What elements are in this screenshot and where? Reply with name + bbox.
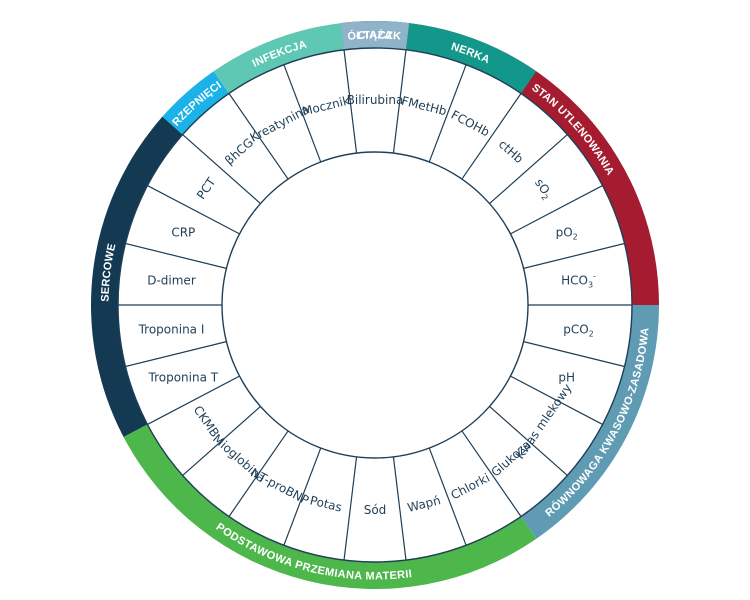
parameter-label-main: PCT bbox=[194, 175, 219, 202]
parameter-label-fcohb: FCOHb bbox=[449, 108, 492, 140]
parameter-label-wap: Wapń bbox=[406, 493, 442, 515]
segment-divider bbox=[228, 430, 289, 517]
category-arc-krzepniecie bbox=[162, 71, 230, 135]
segment-divider bbox=[428, 447, 467, 546]
parameter-label-glukoza: Glukoza bbox=[488, 437, 533, 479]
segment-divider bbox=[125, 242, 227, 269]
parameter-label-mioglobina: Mioglobina bbox=[210, 432, 268, 486]
segment-divider bbox=[428, 64, 467, 163]
category-arc-ciaza bbox=[340, 20, 410, 50]
category-label-stan-utlenowania: STAN UTLENOWANIA bbox=[529, 82, 616, 178]
parameter-label-troponina-t: Troponina T bbox=[148, 371, 219, 385]
parameter-label-potas: Potas bbox=[309, 493, 344, 514]
parameter-label-main: CRP bbox=[171, 225, 195, 239]
segment-divider bbox=[392, 49, 407, 154]
segment-divider bbox=[147, 375, 240, 425]
category-arc-sercowe bbox=[90, 116, 183, 437]
parameter-label-s-d: Sód bbox=[364, 503, 387, 517]
parameter-label-mocznik: Mocznik bbox=[301, 93, 351, 118]
parameter-label-main: ctHb bbox=[496, 137, 526, 166]
parameter-label-main: Wapń bbox=[406, 493, 442, 515]
parameter-label-main: Mioglobina bbox=[210, 432, 268, 486]
category-arc-stan-utlenowania bbox=[405, 23, 659, 306]
parameter-label-main: Sód bbox=[364, 503, 387, 517]
parameter-label-subscript: 2 bbox=[589, 329, 594, 338]
segment-divider bbox=[489, 406, 568, 476]
segment-divider bbox=[283, 64, 322, 163]
parameter-label-main: Mocznik bbox=[301, 93, 351, 118]
parameter-label-bilirubina: Bilirubina bbox=[347, 93, 404, 107]
parameter-label-chlorki: Chlorki bbox=[448, 471, 492, 503]
category-label-krzepniecie: KRZEPNIĘCIE bbox=[0, 0, 224, 129]
segment-divider bbox=[523, 341, 625, 368]
parameter-label-po2: pO2 bbox=[556, 225, 578, 241]
parameter-label-main: sO bbox=[532, 176, 552, 197]
parameter-label-subscript: 2 bbox=[573, 232, 578, 241]
parameter-label-main: Troponina I bbox=[138, 323, 205, 337]
parameter-label-main: FCOHb bbox=[449, 108, 492, 140]
parameter-label-subscript: 2 bbox=[540, 193, 550, 202]
segment-divider bbox=[343, 49, 358, 154]
parameter-ring bbox=[117, 47, 633, 563]
parameter-label-main: Chlorki bbox=[448, 471, 492, 503]
category-arc-podstawowa bbox=[123, 424, 537, 589]
segment-divider bbox=[283, 447, 322, 546]
segment-divider bbox=[489, 134, 568, 204]
segment-divider bbox=[523, 242, 625, 269]
category-arc-nerka bbox=[405, 23, 537, 94]
parameter-label-main: pH bbox=[558, 371, 575, 385]
category-label-text: KRZEPNIĘCIE bbox=[0, 0, 224, 129]
segment-divider bbox=[182, 134, 261, 204]
category-arc-infekcja bbox=[213, 23, 345, 94]
segment-divider bbox=[343, 456, 358, 561]
category-arc-rownowaga bbox=[520, 305, 659, 539]
parameter-label-main: Glukoza bbox=[488, 437, 533, 479]
category-ring bbox=[90, 20, 659, 589]
parameter-label-main: HCO bbox=[561, 273, 588, 287]
category-label-ciaza: CIĄŻA bbox=[357, 28, 393, 42]
parameter-label-subscript: 3 bbox=[588, 280, 593, 289]
segment-divider bbox=[392, 456, 407, 561]
segment-divider bbox=[228, 93, 289, 180]
segment-divider bbox=[510, 185, 603, 235]
segment-divider bbox=[461, 93, 522, 180]
parameter-label-pco2: pCO2 bbox=[563, 323, 594, 339]
inner-ring-outline bbox=[221, 151, 529, 459]
parameter-label-fmethb: FMetHb bbox=[400, 94, 448, 119]
parameter-label-hco3: HCO3- bbox=[561, 271, 596, 289]
parameter-label-main: pCO bbox=[563, 323, 588, 337]
segment-divider bbox=[510, 375, 603, 425]
parameter-label-main: CKMB bbox=[191, 403, 222, 440]
parameter-label-ckmb: CKMB bbox=[191, 403, 222, 440]
segment-divider bbox=[147, 185, 240, 235]
parameter-label-pct: PCT bbox=[194, 175, 219, 202]
parameter-label-so2: sO2 bbox=[531, 176, 556, 202]
parameter-label-cthb: ctHb bbox=[496, 137, 526, 166]
segment-divider bbox=[461, 430, 522, 517]
parameter-label-main: Potas bbox=[309, 493, 344, 514]
segment-divider bbox=[182, 406, 261, 476]
parameter-label-ph: pH bbox=[558, 371, 575, 385]
parameter-label-main: D-dimer bbox=[147, 273, 196, 287]
category-label-text: CIĄŻA bbox=[357, 28, 392, 42]
segment-divider bbox=[125, 341, 227, 368]
parameter-label-d-dimer: D-dimer bbox=[147, 273, 196, 287]
parameter-label-main: pO bbox=[556, 225, 573, 239]
category-label-text: STAN UTLENOWANIA bbox=[529, 82, 616, 178]
parameter-label-troponina-i: Troponina I bbox=[138, 323, 205, 337]
parameter-label-superscript: - bbox=[593, 271, 596, 280]
parameter-label-main: FMetHb bbox=[400, 94, 448, 119]
parameter-label-main: Troponina T bbox=[148, 371, 219, 385]
parameter-label-main: Bilirubina bbox=[347, 93, 404, 107]
parameter-label-crp: CRP bbox=[171, 225, 195, 239]
